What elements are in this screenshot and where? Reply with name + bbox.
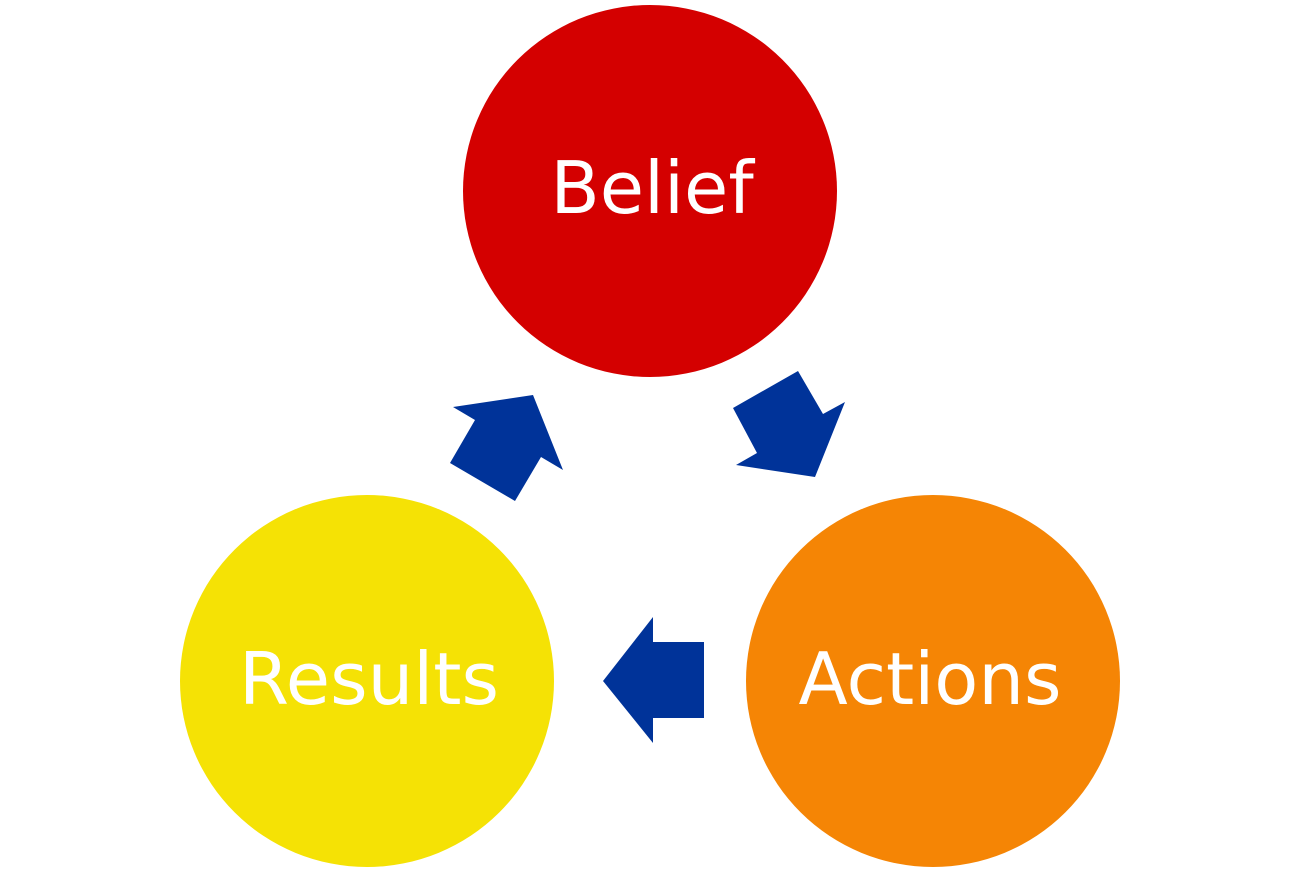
arrow-actions-to-results: [603, 617, 704, 743]
node-actions: Actions: [746, 495, 1120, 867]
node-belief-label: Belief: [550, 146, 755, 230]
node-belief-circle: [463, 5, 837, 377]
node-actions-label: Actions: [798, 637, 1061, 721]
arrow-results-to-belief: [450, 395, 563, 501]
node-belief: Belief: [463, 5, 837, 377]
node-results-circle: [180, 495, 554, 867]
node-results: Results: [180, 495, 554, 867]
arrow-belief-to-actions: [733, 371, 845, 477]
node-actions-circle: [746, 495, 1120, 867]
node-results-label: Results: [239, 637, 499, 721]
